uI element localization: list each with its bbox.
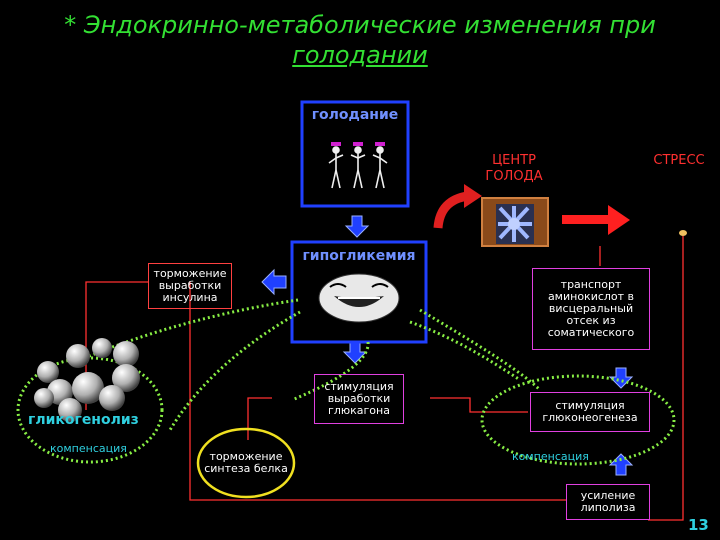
lipolysis-box: усиление липолиза [566, 484, 650, 520]
curved-red-arrow-icon [433, 184, 482, 229]
title-line-2: голодании [292, 41, 428, 69]
gluconeogenesis-box: стимуляция глюконеогенеза [530, 392, 650, 432]
slide-title: * Эндокринно-метаболические изменения пр… [0, 10, 720, 70]
red-connector-lines [85, 236, 684, 521]
starvation-label: голодание [311, 107, 399, 123]
glycogen-spheres-icon [34, 338, 140, 422]
arrow-up-icon [608, 453, 634, 476]
stress-label: СТРЕСС [653, 153, 705, 168]
hypoglycemia-label: гипогликемия [302, 248, 416, 264]
small-dot-icon [679, 230, 687, 236]
arrow-left-icon [261, 268, 287, 296]
hunger-center-label: ЦЕНТР ГОЛОДА [485, 153, 543, 184]
hunger-center-icon [481, 197, 549, 247]
title-line-1: * Эндокринно-метаболические изменения пр… [64, 11, 656, 39]
compensation-right-label: компенсация [512, 450, 589, 463]
insulin-inhibition-box: торможение выработки инсулина [148, 263, 232, 309]
compensation-left-label: компенсация [50, 442, 127, 455]
glycogenolysis-label: гликогенолиз [28, 412, 139, 428]
laughing-face-icon [318, 273, 400, 323]
arrow-down-3-icon [608, 367, 634, 389]
green-dotted-lines [16, 298, 676, 466]
amino-transport-box: транспорт аминокислот в висцеральный отс… [532, 268, 650, 350]
page-number: 13 [688, 516, 709, 534]
dancing-figures-icon [328, 142, 388, 189]
arrow-down-2-icon [342, 341, 368, 364]
starvation-box [300, 100, 410, 208]
protein-ellipse [196, 427, 296, 499]
straight-red-arrow-icon [562, 205, 630, 235]
hypoglycemia-box [290, 240, 428, 344]
arrow-down-1-icon [344, 215, 370, 238]
protein-synthesis-inhibition-label: торможение синтеза белка [204, 450, 288, 475]
glucagon-stimulation-box: стимуляция выработки глюкагона [314, 374, 404, 424]
